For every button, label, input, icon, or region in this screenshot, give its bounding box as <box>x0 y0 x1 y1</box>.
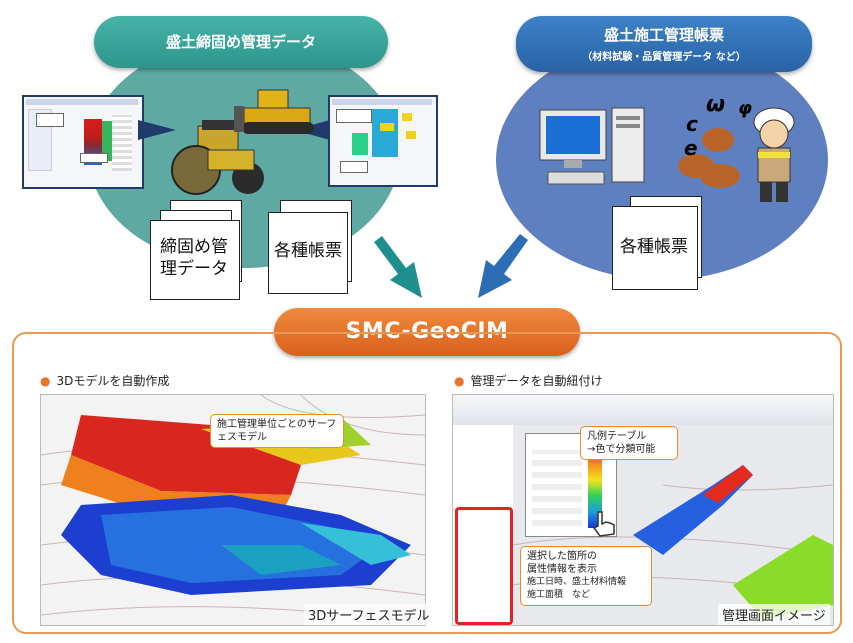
bullet-auto-link-label: 管理データを自動紐付け <box>470 374 603 388</box>
left-group-title-pill: 盛土締固め管理データ <box>94 16 388 68</box>
compaction-data-doc-label: 締固め管理データ <box>160 237 228 279</box>
bullet-auto-link: ●管理データを自動紐付け <box>454 374 603 388</box>
report-doc-right <box>612 206 698 290</box>
callout-tail-left <box>138 120 176 140</box>
bottom-frame <box>12 332 842 634</box>
surface-model-caption: 3Dサーフェスモデル <box>304 604 434 625</box>
soil-samples-illustration <box>678 128 740 188</box>
symbol-omega: ω <box>706 92 726 117</box>
report-doc-left <box>268 212 348 294</box>
attribute-info-callout-line4: 施工面積 など <box>527 590 591 600</box>
surface-model-callout-text: 施工管理単位ごとのサーフェスモデル <box>217 419 337 443</box>
legend-table-callout-line1: 凡例テーブル <box>587 431 647 442</box>
bulldozer-illustration <box>234 89 314 134</box>
symbol-phi: φ <box>738 98 753 119</box>
worker-illustration <box>753 107 795 202</box>
compaction-screen-left <box>22 95 144 189</box>
arrow-right-to-center <box>478 234 528 298</box>
attribute-info-callout-line3: 施工日時、盛土材料情報 <box>527 577 627 587</box>
compaction-screen-right <box>328 95 438 187</box>
bullet-3d-model-label: 3Dモデルを自動作成 <box>56 374 170 388</box>
desktop-computer-illustration <box>539 107 645 185</box>
bullet-3d-model: ●3Dモデルを自動作成 <box>40 374 170 388</box>
center-title: SMC-GeoCIM <box>345 319 509 344</box>
arrow-left-to-center <box>374 236 422 298</box>
left-group-title: 盛土締固め管理データ <box>165 33 316 51</box>
legend-table-callout-line2: →色で分類可能 <box>587 444 656 455</box>
right-group-subtitle: （材料試験・品質管理データ など） <box>582 52 746 63</box>
right-group-title: 盛土施工管理帳票 <box>603 26 724 44</box>
legend-table-callout: 凡例テーブル →色で分類可能 <box>580 426 678 460</box>
report-doc-right-label: 各種帳票 <box>620 237 688 257</box>
surface-model-callout: 施工管理単位ごとのサーフェスモデル <box>210 414 344 448</box>
pointer-hand-icon <box>592 511 615 537</box>
roller-compactor-illustration <box>171 120 264 195</box>
compaction-data-doc <box>150 220 240 300</box>
management-screen-caption: 管理画面イメージ <box>718 604 830 625</box>
attribute-info-callout-line2: 属性情報を表示 <box>527 564 597 575</box>
symbol-c: c <box>686 112 698 136</box>
attribute-info-callout: 選択した箇所の 属性情報を表示 施工日時、盛土材料情報 施工面積 など <box>520 546 652 606</box>
attribute-info-callout-line1: 選択した箇所の <box>527 551 597 562</box>
right-group-title-pill: 盛土施工管理帳票 （材料試験・品質管理データ など） <box>516 16 812 72</box>
report-doc-left-label: 各種帳票 <box>274 241 342 261</box>
surface-model-image <box>40 394 426 626</box>
symbol-e: e <box>684 136 698 160</box>
